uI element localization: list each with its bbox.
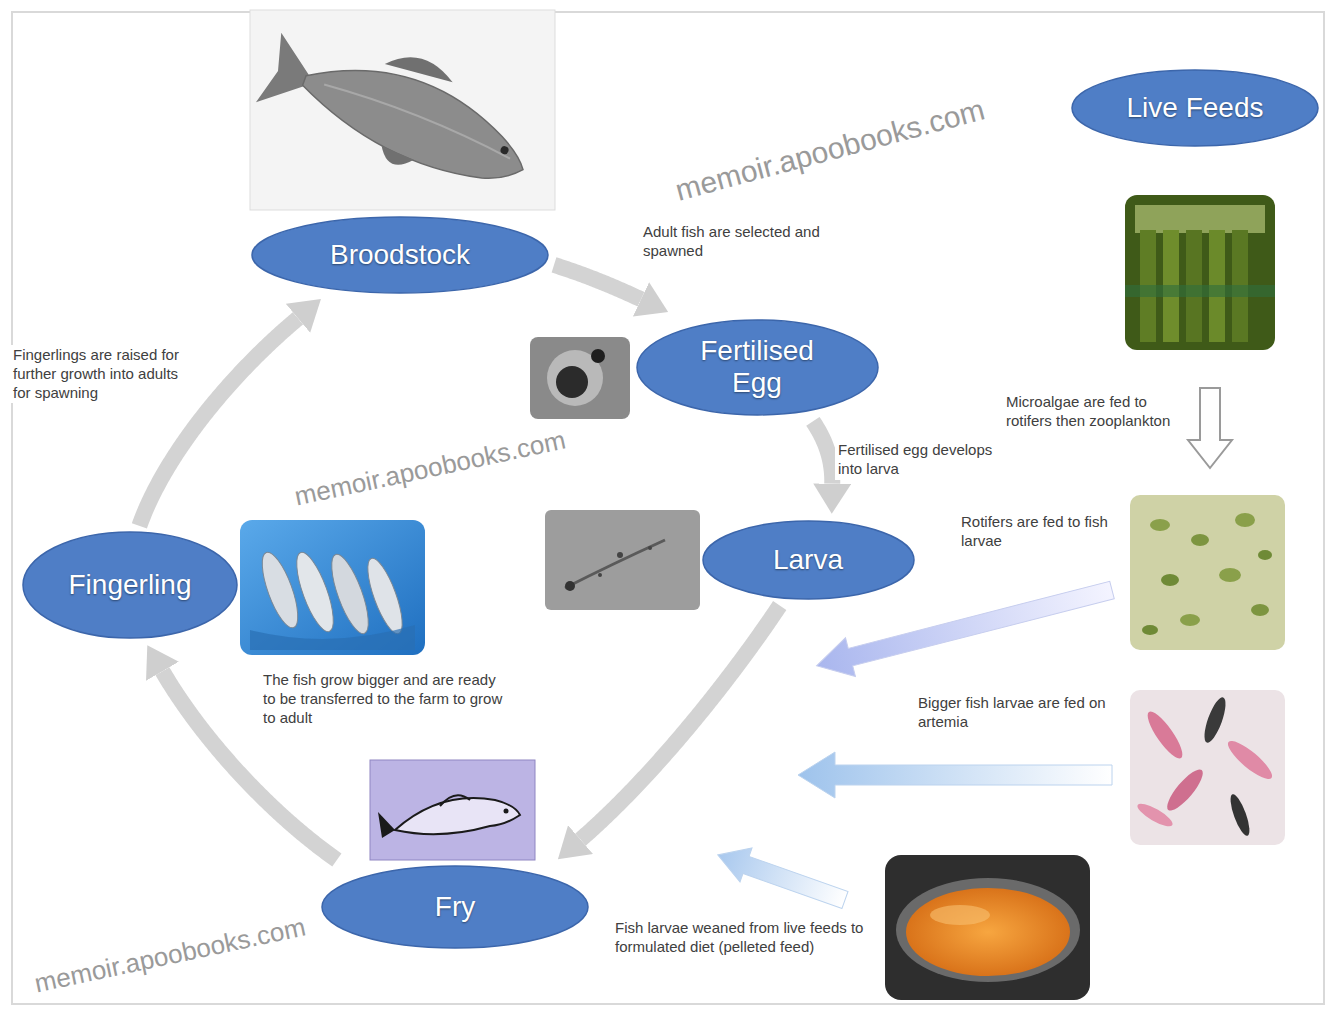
watermark: memoir.apoobooks.com (672, 94, 987, 205)
watermark: memoir.apoobooks.com (292, 427, 567, 510)
watermark: memoir.apoobooks.com (32, 914, 307, 997)
annotation-note: Microalgae are fed to rotifers then zoop… (1003, 392, 1184, 432)
cycle-arrow (554, 265, 641, 299)
cycle-arrow (581, 606, 780, 840)
stage-ellipse: Live Feeds (1070, 68, 1320, 148)
stage-ellipse: Broodstock (250, 215, 550, 295)
stage-ellipse: Larva (701, 519, 916, 601)
stage-label: Fingerling (69, 569, 192, 601)
algae-culture-photo (1125, 195, 1275, 350)
stage-label: Live Feeds (1127, 92, 1264, 124)
annotation-note: Fertilised egg develops into larva (835, 440, 1006, 480)
artemia-photo (1130, 690, 1285, 845)
stage-ellipse: Fingerling (21, 530, 239, 640)
frame (12, 12, 1324, 1004)
annotation-note: Adult fish are selected and spawned (640, 222, 836, 262)
stage-label: Fertilised Egg (682, 335, 832, 399)
annotation-note: Rotifers are fed to fish larvae (958, 512, 1124, 552)
annotation-note: Fingerlings are raised for further growt… (10, 345, 184, 403)
stage-ellipse: Fry (320, 864, 590, 950)
cycle-arrow (813, 421, 832, 483)
stage-label: Broodstock (330, 239, 470, 271)
feed-arrow (1188, 388, 1232, 468)
annotation-note: Fish larvae weaned from live feeds to fo… (612, 918, 873, 958)
pellet-photo (885, 855, 1090, 1000)
stage-label: Fry (435, 891, 475, 923)
rotifer-photo (1130, 495, 1285, 650)
feed-arrow (798, 752, 1112, 798)
annotation-note: Bigger fish larvae are fed on artemia (915, 693, 1126, 733)
broodstock-photo (250, 10, 555, 210)
larva-photo (545, 510, 700, 610)
fingerling-photo (240, 520, 425, 655)
stage-ellipse: Fertilised Egg (635, 318, 880, 417)
feed-arrow (712, 838, 851, 917)
egg-photo (530, 337, 630, 419)
fry-photo (370, 760, 535, 860)
annotation-note: The fish grow bigger and are ready to be… (260, 670, 506, 728)
stage-label: Larva (773, 544, 843, 576)
